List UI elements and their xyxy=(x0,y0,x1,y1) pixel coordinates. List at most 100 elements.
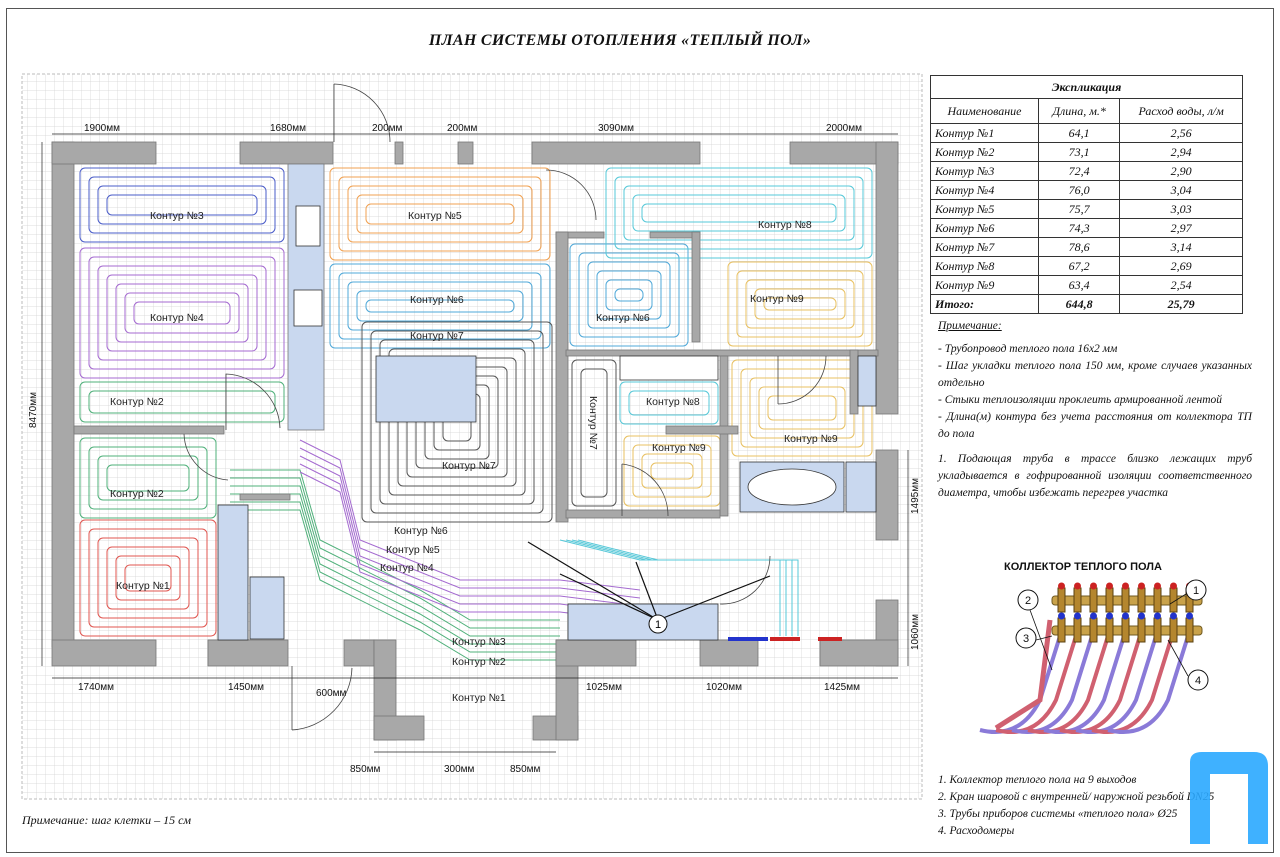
coll-marker-2 xyxy=(1017,589,1039,611)
collector-valve xyxy=(1089,617,1098,643)
label-contour-1: Контур №1 xyxy=(116,580,170,592)
collector-marker-label: 1 xyxy=(655,619,661,631)
valve-cap xyxy=(1122,582,1129,590)
loop-contour-9a xyxy=(727,261,873,347)
label-contour-9c: Контур №9 xyxy=(784,433,838,445)
collector-marker xyxy=(648,614,668,634)
collector-pipe xyxy=(1075,635,1158,734)
collector-pipe xyxy=(1011,635,1094,734)
valve-cap xyxy=(1186,612,1193,620)
label-contour-2b: Контур №2 xyxy=(110,488,164,500)
collector-valve xyxy=(1105,617,1114,643)
bathtub-basin xyxy=(747,468,837,506)
notes-block: Примечание: - Трубопровод теплого пола 1… xyxy=(938,318,1252,502)
trunk-lines-3 xyxy=(559,539,799,636)
valve-cap xyxy=(1058,582,1065,590)
wall-interior-5 xyxy=(691,231,701,343)
kitchen-sink xyxy=(295,205,321,247)
wall-interior-10 xyxy=(239,493,291,501)
row-flow: 2,69 xyxy=(1119,256,1243,276)
bath-cabinet xyxy=(845,461,877,513)
collector-valve xyxy=(1169,617,1178,643)
row-flow: 2,54 xyxy=(1119,275,1243,295)
door-arc-kitchen xyxy=(545,169,597,221)
label-contour-5b: Контур №5 xyxy=(386,544,440,556)
valve-cap xyxy=(1090,582,1097,590)
valve-cap xyxy=(1138,582,1145,590)
wall-top-4 xyxy=(457,141,474,165)
label-contour-5: Контур №5 xyxy=(408,210,462,222)
row-name: Контур №1 xyxy=(930,123,1039,143)
wall-bottom-1 xyxy=(51,639,157,667)
collector-valve xyxy=(1153,587,1162,613)
coll-marker-1 xyxy=(1185,579,1207,601)
row-flow: 2,56 xyxy=(1119,123,1243,143)
collector-pipe xyxy=(1091,635,1174,734)
valve-cap xyxy=(1058,612,1065,620)
collector-cabinet xyxy=(567,603,719,641)
stair-treads xyxy=(619,355,719,381)
door-arc-bath2 xyxy=(621,463,669,517)
valve-cap xyxy=(1170,612,1177,620)
wardrobe-2 xyxy=(249,576,285,640)
row-name: Контур №9 xyxy=(930,275,1039,295)
collector-valve xyxy=(1105,587,1114,613)
collector-valve xyxy=(1121,587,1130,613)
col-header-length: Длина, м.* xyxy=(1037,98,1121,124)
kitchen-island xyxy=(375,355,477,423)
label-contour-4: Контур №4 xyxy=(150,312,204,324)
row-length: 63,4 xyxy=(1037,275,1121,295)
pointer-line-4 xyxy=(657,575,771,621)
collector-valve xyxy=(1073,617,1082,643)
grid-note: Примечание: шаг клетки – 15 см xyxy=(22,813,192,827)
dim-top-1: 1900мм xyxy=(84,123,120,134)
label-contour-6b: Контур №6 xyxy=(394,525,448,537)
wall-interior-9 xyxy=(565,509,721,519)
note-item: 1. Подающая труба в трассе близко лежащи… xyxy=(938,453,1252,499)
collector-valve xyxy=(1057,587,1066,613)
pointer-line-2 xyxy=(559,573,659,621)
dim-top-6: 2000мм xyxy=(826,123,862,134)
label-contour-8b: Контур №8 xyxy=(646,396,700,408)
col-header-flow: Расход воды, л/м xyxy=(1119,98,1243,124)
wall-bottom-8 xyxy=(555,639,637,667)
collector-valve xyxy=(1057,617,1066,643)
label-contour-9b: Контур №9 xyxy=(652,442,706,454)
loop-contour-2b xyxy=(79,437,217,519)
label-contour-1b: Контур №1 xyxy=(452,692,506,704)
valve-cap xyxy=(1074,612,1081,620)
row-name: Контур №3 xyxy=(930,161,1039,181)
pointer-line-1 xyxy=(527,541,659,621)
row-name: Контур №7 xyxy=(930,237,1039,257)
hob xyxy=(293,289,323,327)
wall-top-2 xyxy=(239,141,334,165)
dim-top-4: 200мм xyxy=(447,123,478,134)
wall-bottom-10 xyxy=(819,639,899,667)
wall-outer-right xyxy=(875,141,899,415)
dim-bottom-4: 1025мм xyxy=(586,682,622,693)
total-flow: 25,79 xyxy=(1119,294,1243,314)
dim-left: 8470мм xyxy=(28,392,39,428)
wall-top-1 xyxy=(51,141,157,165)
wall-interior-3 xyxy=(555,231,569,523)
explication-caption: Экспликация xyxy=(930,75,1243,99)
dim-top-2: 1680мм xyxy=(270,123,306,134)
door-arc-collector xyxy=(719,555,771,605)
row-length: 73,1 xyxy=(1037,142,1121,162)
collector-pointers xyxy=(527,541,771,621)
logo-watermark-icon xyxy=(1190,752,1268,844)
valve-cap xyxy=(1106,612,1113,620)
note-item: - Стыки теплоизоляции проклеить армирова… xyxy=(938,394,1223,406)
legend-item: 2. Кран шаровой с внутренней/ наружной р… xyxy=(938,791,1215,803)
loop-contour-8a xyxy=(605,167,873,259)
dim-bottom-5: 1020мм xyxy=(706,682,742,693)
row-length: 64,1 xyxy=(1037,123,1121,143)
loop-contour-1 xyxy=(79,519,217,637)
wall-interior-1 xyxy=(73,425,225,435)
wall-bottom-2 xyxy=(207,639,289,667)
note-item: - Трубопровод теплого пола 16х2 мм xyxy=(938,343,1118,355)
label-contour-7a: Контур №7 xyxy=(410,330,464,342)
wall-outer-left xyxy=(51,141,75,648)
